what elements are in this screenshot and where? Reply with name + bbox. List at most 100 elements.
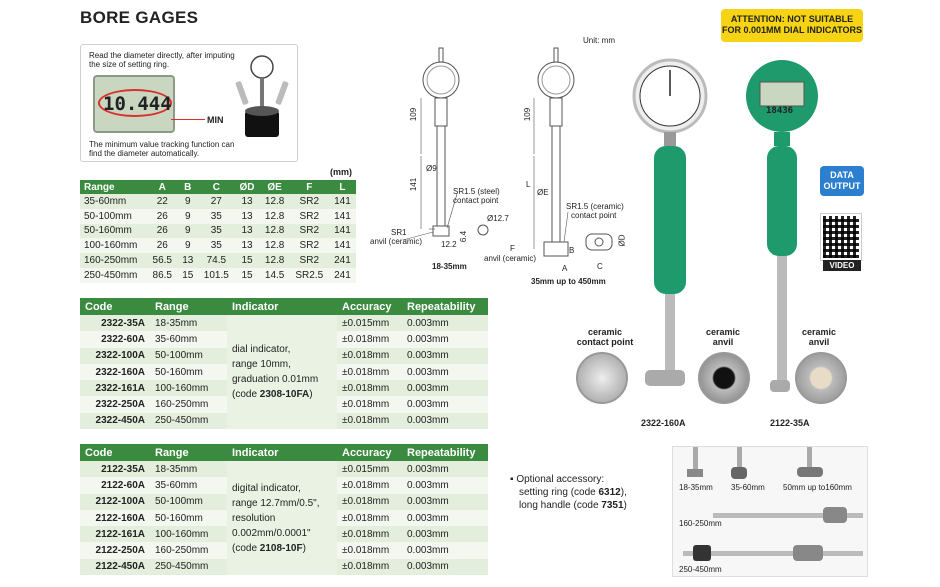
table-cell: 241	[328, 267, 356, 283]
repeatability-cell: 0.003mm	[402, 477, 488, 494]
table-cell: 9	[177, 194, 199, 209]
code-cell: 2122-250A	[80, 542, 150, 559]
code-cell: 2122-450A	[80, 558, 150, 576]
label-phi12-7: Ø12.7	[487, 214, 509, 223]
accessory-line-1: ▪ Optional accessory:	[510, 473, 627, 486]
indicator-line: )	[302, 542, 306, 554]
table-cell: SR2.5	[289, 267, 329, 283]
data-output-badge: DATA OUTPUT	[820, 166, 864, 196]
table-cell: 50-160mm	[80, 223, 148, 239]
code-cell: 2122-60A	[80, 477, 150, 494]
attention-badge: ATTENTION: NOT SUITABLE FOR 0.001MM DIAL…	[721, 9, 863, 42]
acc-size-2: 35-60mm	[731, 483, 765, 492]
video-badge[interactable]: VIDEO	[823, 260, 861, 271]
range-cell: 18-35mm	[150, 315, 227, 332]
dimensions-header-row: Range A B C ØD ØE F L	[80, 180, 356, 194]
label-sr1: SR1	[391, 228, 407, 237]
acc-size-5: 250-450mm	[679, 565, 722, 574]
indicator-line: 0.002mm/0.0001"	[232, 527, 311, 539]
label-contact-point-left: contact point	[453, 196, 499, 205]
table-cell: 13	[234, 208, 260, 224]
accessory-line-2: setting ring (code 6312),	[510, 486, 627, 499]
table-cell: 14.5	[259, 267, 290, 283]
code-cell: 2322-35A	[80, 315, 150, 332]
dim-f: F	[510, 244, 515, 253]
range-cell: 35-60mm	[150, 477, 227, 494]
col-range: Range	[150, 444, 227, 461]
indicator-line: range 10mm,	[232, 359, 291, 371]
dim-109-right: 109	[523, 107, 533, 122]
callout-line-1: ceramic	[587, 327, 623, 337]
qr-code[interactable]	[820, 213, 862, 261]
accessory-handle-end: )	[623, 500, 627, 511]
accuracy-cell: ±0.018mm	[337, 509, 402, 527]
label-contact-point-right: contact point	[571, 211, 617, 220]
code-cell: 2122-161A	[80, 526, 150, 543]
indicator-line: graduation 0.01mm	[232, 374, 319, 386]
col-indicator: Indicator	[227, 444, 337, 461]
min-label: MIN	[207, 115, 224, 125]
table-cell: 100-160mm	[80, 238, 148, 254]
table-cell: 27	[198, 194, 235, 209]
repeatability-cell: 0.003mm	[402, 347, 488, 364]
dim-141-left: 141	[409, 177, 419, 192]
col-f: F	[289, 180, 329, 194]
dimensions-unit: (mm)	[330, 167, 352, 177]
bullet-icon: ▪	[510, 474, 514, 485]
col-a: A	[147, 180, 178, 194]
table-cell: 50-100mm	[80, 208, 148, 224]
accessory-illustration	[683, 447, 863, 561]
range-cell: 50-100mm	[150, 493, 227, 510]
table-cell: 12.8	[259, 223, 290, 239]
accuracy-cell: ±0.018mm	[337, 396, 402, 413]
col-accuracy: Accuracy	[337, 444, 402, 461]
accuracy-cell: ±0.015mm	[337, 315, 402, 332]
callout-ceramic-contact-point: ceramic contact point	[571, 327, 639, 347]
table-cell: 13	[234, 238, 260, 254]
col-c: C	[198, 180, 235, 194]
range-cell: 18-35mm	[150, 461, 227, 478]
dial-header-row: Code Range Indicator Accuracy Repeatabil…	[80, 298, 488, 315]
accuracy-cell: ±0.018mm	[337, 380, 402, 397]
callout-line-2: anvil	[808, 337, 830, 347]
col-b: B	[177, 180, 199, 194]
table-cell: 26	[147, 238, 178, 254]
caption-18-35mm: 18-35mm	[432, 262, 467, 271]
label-anvil-ceramic-right: anvil (ceramic)	[484, 254, 537, 263]
table-cell: SR2	[289, 253, 329, 268]
range-cell: 35-60mm	[150, 331, 227, 348]
code-cell: 2322-160A	[80, 363, 150, 381]
accuracy-cell: ±0.018mm	[337, 363, 402, 381]
table-cell: 9	[177, 238, 199, 254]
indicator-line: (code	[232, 389, 260, 401]
dim-l: L	[526, 180, 531, 189]
repeatability-cell: 0.003mm	[402, 558, 488, 576]
indicator-line: )	[309, 389, 313, 401]
callout-ceramic-anvil-1: ceramic anvil	[695, 327, 751, 347]
repeatability-cell: 0.003mm	[402, 461, 488, 478]
range-cell: 100-160mm	[150, 526, 227, 543]
code-cell: 2322-100A	[80, 347, 150, 364]
dim-12-2: 12.2	[441, 240, 457, 249]
range-cell: 160-250mm	[150, 542, 227, 559]
indicator-line: dial indicator,	[232, 344, 291, 356]
table-cell: 141	[328, 194, 356, 209]
accuracy-cell: ±0.018mm	[337, 542, 402, 559]
accessory-line-3: long handle (code 7351)	[510, 499, 627, 512]
table-cell: 12.8	[259, 194, 290, 209]
repeatability-cell: 0.003mm	[402, 315, 488, 332]
repeatability-cell: 0.003mm	[402, 331, 488, 348]
repeatability-cell: 0.003mm	[402, 396, 488, 413]
callout-line-2: contact point	[576, 337, 634, 347]
drawing-18-35mm	[402, 47, 489, 241]
